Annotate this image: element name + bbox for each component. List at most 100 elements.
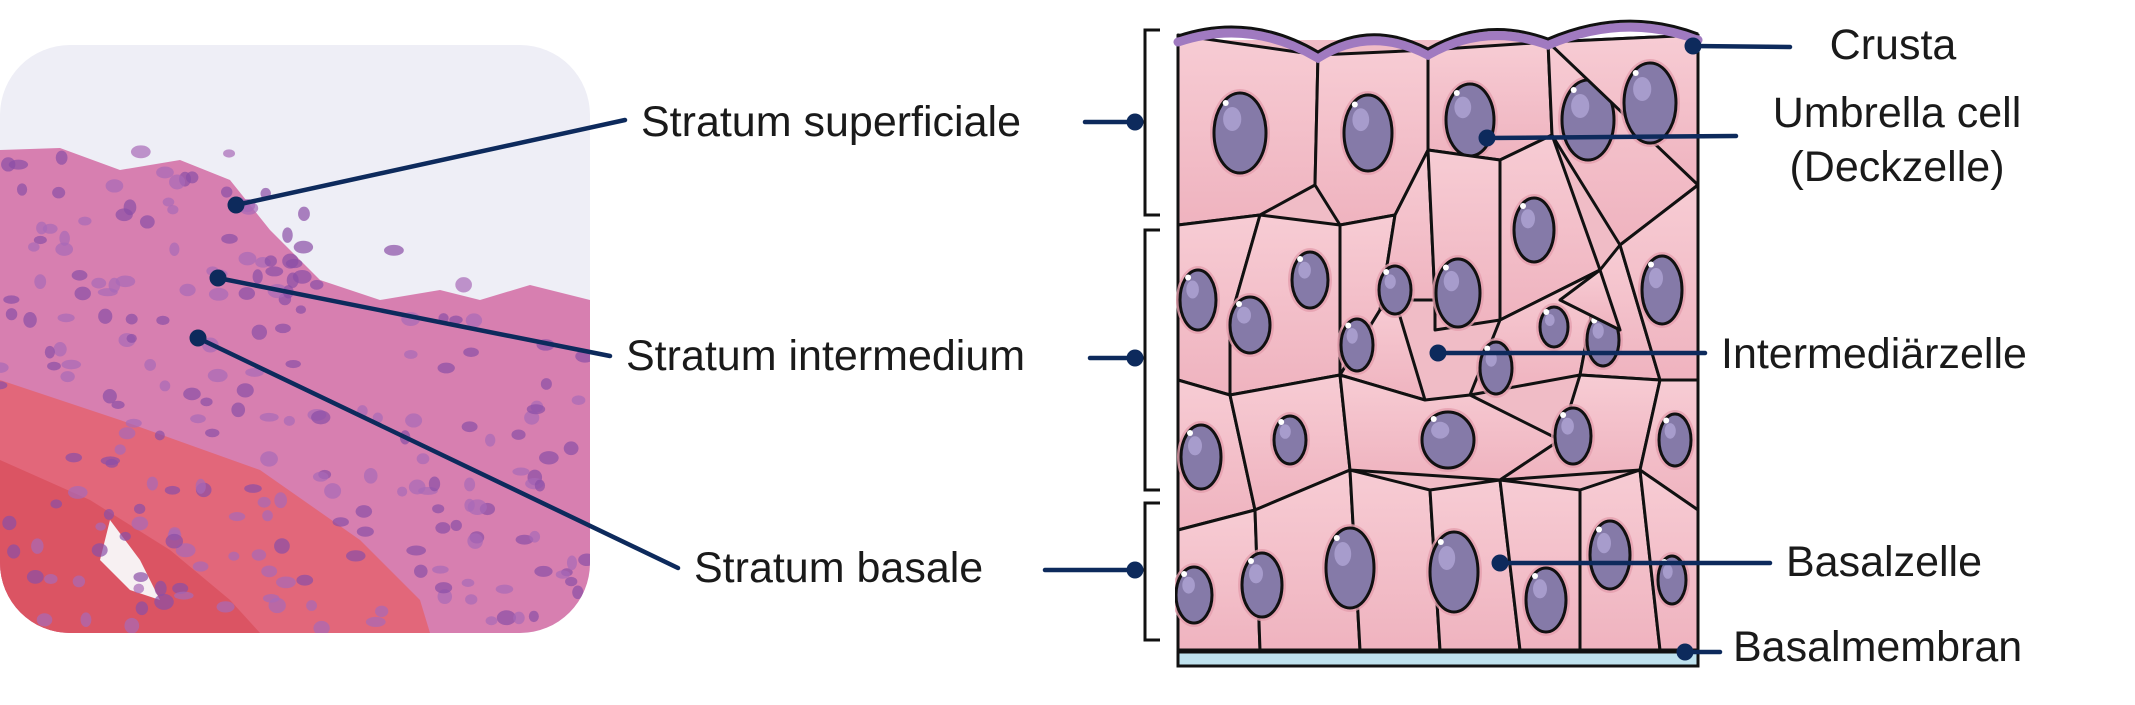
- micrograph-nucleus: [78, 216, 92, 226]
- micrograph-nucleus: [465, 594, 478, 605]
- micrograph-nucleus: [555, 570, 571, 579]
- nucleus-highlight: [1662, 564, 1673, 579]
- micrograph-nucleus: [131, 516, 149, 531]
- micrograph-nucleus: [262, 510, 273, 522]
- nucleus-highlight: [1561, 417, 1574, 435]
- leader-dot: [1676, 643, 1694, 661]
- leader-dot: [1491, 554, 1509, 572]
- micrograph-nucleus: [384, 244, 404, 256]
- micrograph-nucleus: [283, 415, 295, 426]
- micrograph-nucleus: [130, 145, 151, 159]
- cell-nucleus: [1553, 406, 1593, 466]
- micrograph-nucleus: [133, 583, 145, 594]
- leader-dot: [1478, 129, 1496, 147]
- micrograph-nucleus: [80, 612, 92, 628]
- micrograph-nucleus: [526, 404, 546, 415]
- layer-bracket: [1143, 501, 1160, 642]
- nucleus-highlight: [1443, 270, 1460, 292]
- micrograph-nucleus: [159, 380, 171, 392]
- nucleus-sparkle: [1520, 203, 1526, 209]
- micrograph-nucleus: [154, 593, 174, 610]
- nucleus-sparkle: [1437, 539, 1444, 545]
- micrograph-nucleus: [5, 308, 18, 321]
- micrograph-nucleus: [437, 362, 455, 374]
- nucleus-sparkle: [1484, 345, 1491, 352]
- nucleus-highlight: [1431, 421, 1450, 439]
- micrograph-nucleus: [195, 478, 206, 494]
- micrograph-nucleus: [311, 410, 331, 425]
- micrograph-nucleus: [55, 150, 68, 165]
- nucleus-highlight: [1521, 209, 1535, 229]
- micrograph-nucleus: [464, 477, 476, 492]
- nucleus-highlight: [1649, 267, 1663, 289]
- nucleus-highlight: [1237, 306, 1251, 324]
- label-umbrella-cell: Umbrella cell: [1773, 89, 2022, 137]
- micrograph-nucleus: [293, 240, 314, 254]
- micrograph-nucleus: [276, 576, 296, 589]
- micrograph-nucleus: [164, 485, 181, 495]
- leader-dot: [1684, 37, 1702, 55]
- micrograph-nucleus: [156, 166, 174, 179]
- micrograph-nucleus: [123, 199, 137, 216]
- micrograph-nucleus: [346, 550, 366, 562]
- nucleus-highlight: [1592, 323, 1604, 339]
- nucleus-sparkle: [1648, 261, 1654, 268]
- micrograph-nucleus: [244, 484, 262, 493]
- nucleus-highlight: [1454, 96, 1472, 119]
- nucleus-highlight: [1544, 314, 1555, 326]
- nucleus-sparkle: [1632, 70, 1639, 76]
- micrograph-nucleus: [416, 453, 430, 465]
- micrograph-nucleus: [74, 286, 91, 301]
- micrograph-nucleus: [221, 233, 238, 244]
- label-stratum-superficiale: Stratum superficiale: [641, 98, 1021, 146]
- micrograph-nucleus: [53, 341, 67, 357]
- micrograph-nucleus: [264, 255, 277, 267]
- nucleus-sparkle: [1351, 101, 1358, 108]
- nucleus-highlight: [1384, 274, 1396, 289]
- micrograph-nucleus: [496, 610, 517, 626]
- micrograph-nucleus: [282, 227, 293, 243]
- micrograph-nucleus: [397, 486, 408, 497]
- micrograph-nucleus: [435, 522, 451, 534]
- micrograph-nucleus: [119, 531, 131, 541]
- micrograph-nucleus: [355, 505, 373, 518]
- micrograph-nucleus: [172, 582, 189, 594]
- micrograph-nucleus: [208, 287, 229, 301]
- nucleus-sparkle: [1570, 87, 1577, 93]
- micrograph-nucleus: [34, 274, 47, 290]
- micrograph-nucleus: [534, 565, 553, 577]
- micrograph-nucleus: [274, 492, 288, 509]
- micrograph-nucleus: [261, 565, 278, 578]
- micrograph-nucleus: [231, 402, 246, 418]
- micrograph-nucleus: [513, 611, 525, 625]
- nucleus-sparkle: [1187, 430, 1193, 436]
- micrograph-nucleus: [578, 553, 590, 567]
- nucleus-highlight: [1298, 261, 1311, 279]
- micrograph-nucleus: [251, 549, 267, 561]
- nucleus-sparkle: [1453, 90, 1460, 96]
- nucleus-highlight: [1249, 564, 1263, 584]
- micrograph-nucleus: [61, 359, 82, 370]
- micrograph-nucleus: [3, 295, 20, 304]
- micrograph-nucleus: [257, 496, 271, 508]
- micrograph-nucleus: [449, 315, 463, 325]
- micrograph-nucleus: [260, 451, 278, 467]
- micrograph-nucleus: [133, 572, 149, 582]
- micrograph-nucleus: [332, 517, 349, 527]
- label-stratum-basale: Stratum basale: [694, 544, 983, 592]
- cell-nucleus: [1434, 257, 1482, 329]
- micrograph-nucleus: [162, 197, 175, 207]
- micrograph-nucleus: [108, 277, 121, 293]
- micrograph-nucleus: [174, 591, 194, 600]
- micrograph-nucleus: [16, 183, 28, 196]
- micrograph-nucleus: [103, 509, 115, 520]
- micrograph-nucleus: [236, 383, 254, 398]
- micrograph-nucleus: [428, 476, 441, 492]
- micrograph-nucleus: [28, 242, 40, 252]
- nucleus-sparkle: [1248, 558, 1254, 564]
- micrograph-nucleus: [31, 538, 44, 554]
- nucleus-sparkle: [1532, 573, 1538, 579]
- micrograph-nucleus: [511, 429, 526, 440]
- micrograph-nucleus: [179, 283, 196, 297]
- label-basalmembran: Basalmembran: [1733, 623, 2022, 671]
